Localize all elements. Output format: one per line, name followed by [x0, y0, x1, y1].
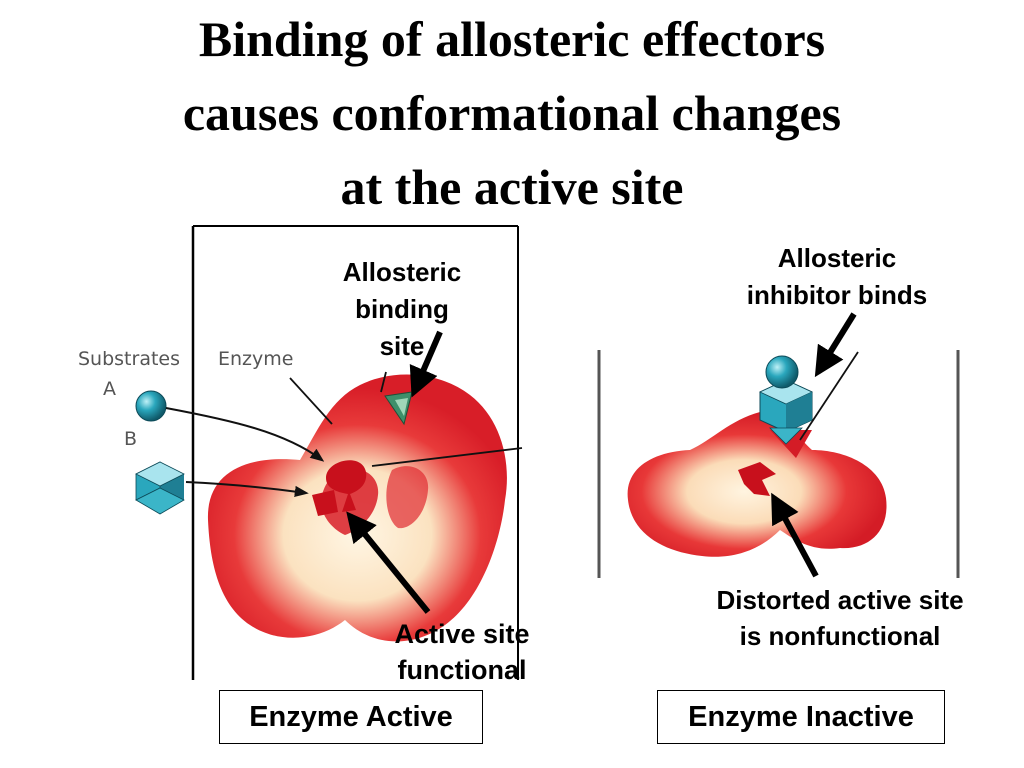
enzyme-inactive-box: Enzyme Inactive: [657, 690, 945, 744]
left-panel-frame: [191, 225, 519, 680]
title-line-3: at the active site: [340, 159, 684, 215]
substrate-a-leader: [165, 407, 325, 462]
enzyme-inactive-shape: [627, 412, 887, 557]
distorted-site-arrow: [771, 492, 819, 578]
inhibitor-arrow: [814, 312, 857, 378]
active-site-functional-label: Active site functional: [394, 619, 530, 685]
title-line-1: Binding of allosteric effectors: [198, 11, 826, 67]
distorted-active-site-label: Distorted active site is nonfunctional: [716, 585, 964, 651]
substrate-b-cube: [135, 461, 185, 515]
substrate-a-sphere: [135, 390, 167, 422]
enzyme-leader: [289, 377, 333, 425]
pocket-leader: [371, 447, 523, 467]
active-site-arrow: [346, 511, 431, 614]
binding-tick: [380, 371, 387, 393]
enzyme-label: Enzyme: [218, 348, 294, 370]
inhibitor-leader: [799, 351, 859, 441]
substrate-a-label: A: [103, 378, 116, 400]
enzyme-active-box: Enzyme Active: [219, 690, 483, 744]
substrates-label: Substrates: [78, 348, 181, 370]
allosteric-inhibitor: [759, 355, 813, 445]
inhibitor-binds-label: Allosteric inhibitor binds: [746, 243, 928, 310]
slide-title: Binding of allosteric effectors causes c…: [0, 0, 1024, 224]
substrate-b-leader: [185, 481, 309, 498]
substrate-b-label: B: [124, 428, 138, 450]
allosteric-binding-site-label: Allosteric binding site: [342, 257, 462, 361]
allosteric-site-arrow: [409, 330, 443, 398]
enzyme-active-shape: [207, 374, 507, 642]
title-line-2: causes conformational changes: [182, 85, 842, 141]
